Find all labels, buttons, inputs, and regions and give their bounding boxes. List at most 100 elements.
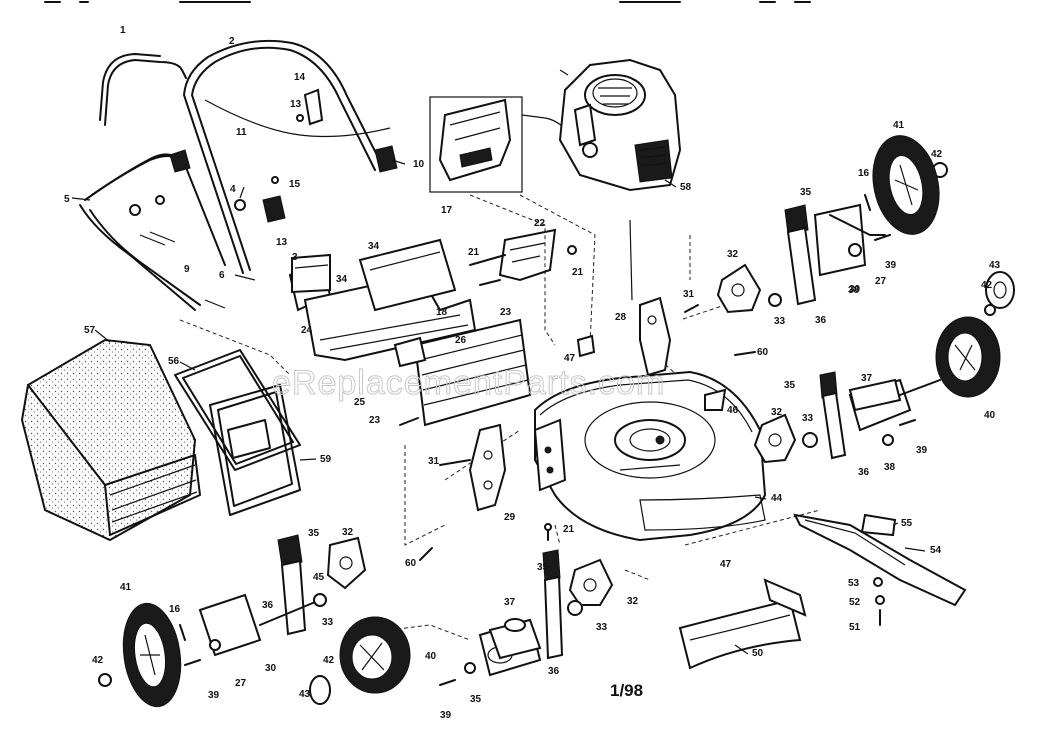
mower-deck-44 xyxy=(533,370,767,542)
bag-frame-59 xyxy=(209,384,301,516)
callout: 17 xyxy=(441,205,453,216)
callout: 23 xyxy=(500,307,512,318)
callout: 57 xyxy=(84,325,96,336)
height-adjuster-front-left xyxy=(478,549,564,677)
callout: 14 xyxy=(294,72,306,83)
callout: 44 xyxy=(771,493,783,504)
callout: 50 xyxy=(752,648,764,659)
callout: 36 xyxy=(858,467,870,478)
callout: 31 xyxy=(428,456,440,467)
callout: 40 xyxy=(984,410,996,421)
hardware-small xyxy=(98,162,996,687)
callout: 52 xyxy=(849,597,861,608)
callout: 46 xyxy=(727,405,739,416)
callout: 41 xyxy=(893,120,905,131)
callout: 4 xyxy=(230,184,236,195)
callout: 36 xyxy=(262,600,274,611)
callout: 42 xyxy=(323,655,335,666)
callout: 41 xyxy=(120,582,132,593)
callout: 34 xyxy=(336,274,348,285)
callout: 27 xyxy=(235,678,247,689)
callout: 22 xyxy=(534,218,546,229)
callout: 35 xyxy=(537,562,549,573)
axle-37-rear xyxy=(848,378,902,412)
callout: 60 xyxy=(757,347,769,358)
callout: 58 xyxy=(680,182,692,193)
callout: 36 xyxy=(548,666,560,677)
callout: 1 xyxy=(120,25,126,36)
callout: 38 xyxy=(848,285,860,296)
callout: 33 xyxy=(774,316,786,327)
upper-handle-1 xyxy=(99,53,187,126)
callout: 43 xyxy=(989,260,1001,271)
callout: 32 xyxy=(342,527,354,538)
callout: 32 xyxy=(771,407,783,418)
callout: 29 xyxy=(504,512,516,523)
callout: 42 xyxy=(981,280,993,291)
handle-hardware xyxy=(129,88,398,309)
callout: 39 xyxy=(885,260,897,271)
callout: 35 xyxy=(470,694,482,705)
upper-handle-2 xyxy=(183,39,391,274)
callout: 47 xyxy=(720,559,732,570)
height-adjuster-rear-left xyxy=(198,534,321,657)
callout: 16 xyxy=(858,168,870,179)
callout: 56 xyxy=(168,356,180,367)
callout: 54 xyxy=(930,545,942,556)
callout: 21 xyxy=(468,247,480,258)
grass-bag-57 xyxy=(20,338,201,542)
callout: 35 xyxy=(784,380,796,391)
wheel-front-left-40 xyxy=(339,616,411,694)
callout: 11 xyxy=(236,127,247,138)
callout: 43 xyxy=(299,689,311,700)
leader-lines xyxy=(71,159,926,655)
callout: 26 xyxy=(455,335,467,346)
callout: 21 xyxy=(572,267,584,278)
blade-54 xyxy=(793,513,967,626)
callout: 18 xyxy=(436,307,448,318)
rear-door-assembly xyxy=(288,238,532,427)
callout: 30 xyxy=(265,663,277,674)
wheel-right-40 xyxy=(935,316,1001,398)
callout: 5 xyxy=(64,194,70,205)
height-adjuster-rear-right xyxy=(784,203,886,306)
callout: 51 xyxy=(849,622,861,633)
callout: 39 xyxy=(208,690,220,701)
lower-handle-5 xyxy=(79,153,226,311)
callout: 39 xyxy=(440,710,452,721)
callout: 10 xyxy=(413,159,425,170)
callout: 15 xyxy=(289,179,301,190)
gear-plates xyxy=(326,263,797,606)
callout: 36 xyxy=(815,315,827,326)
callout: 28 xyxy=(615,312,627,323)
callout: 33 xyxy=(802,413,814,424)
callout: 16 xyxy=(169,604,181,615)
callout: 6 xyxy=(219,270,225,281)
callout: 40 xyxy=(425,651,437,662)
wheel-rear-right-41 xyxy=(872,135,940,235)
callout: 55 xyxy=(901,518,913,529)
callout: 33 xyxy=(596,622,608,633)
callout: 35 xyxy=(800,187,812,198)
callout: 60 xyxy=(405,558,417,569)
callout: 37 xyxy=(504,597,516,608)
watermark: eReplacementParts.com xyxy=(272,364,665,402)
hubcap-43 xyxy=(309,271,1015,705)
front-bracket-29 xyxy=(439,423,507,512)
callout: 2 xyxy=(229,36,235,47)
callout: 21 xyxy=(563,524,575,535)
misc-parts xyxy=(291,253,756,561)
callout: 24 xyxy=(301,325,313,336)
callout: 39 xyxy=(916,445,928,456)
callout: 38 xyxy=(884,462,896,473)
callout: 35 xyxy=(308,528,320,539)
wheel-rear-left-41 xyxy=(122,602,182,708)
bag-frame-56 xyxy=(174,349,301,471)
callout: 34 xyxy=(368,241,380,252)
callout: 32 xyxy=(627,596,639,607)
deflector-50 xyxy=(678,578,807,670)
callout: 13 xyxy=(290,99,302,110)
callout: 13 xyxy=(276,237,288,248)
callout: 25 xyxy=(354,397,366,408)
callout: 33 xyxy=(322,617,334,628)
